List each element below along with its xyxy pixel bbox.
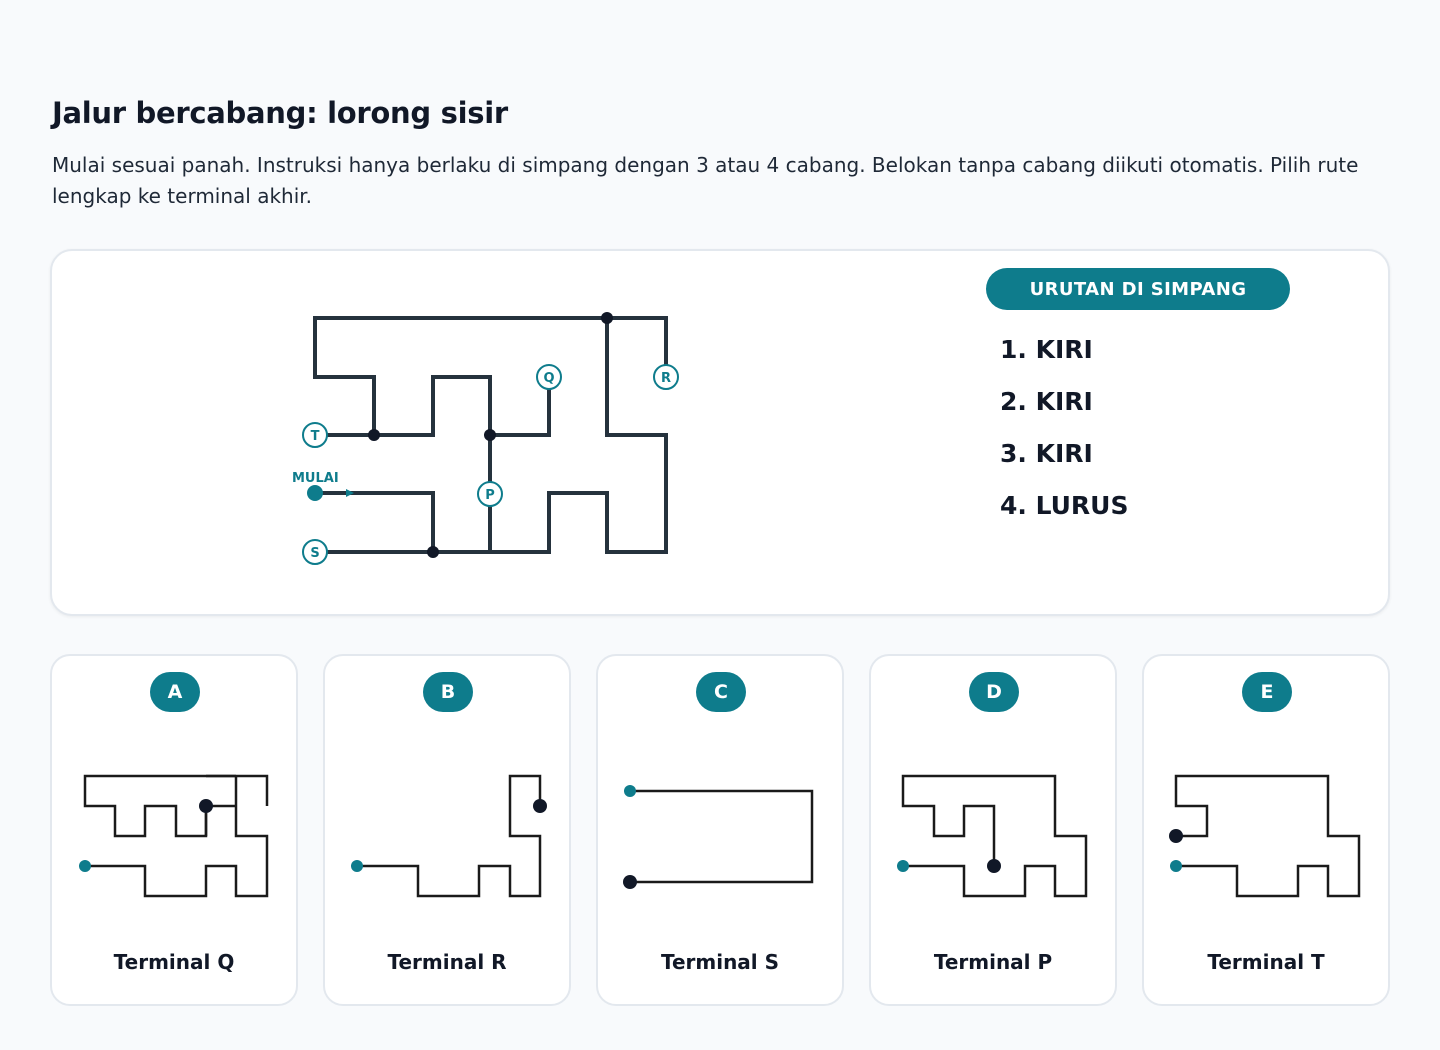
option-badge-d: D [969, 672, 1019, 712]
option-badge-e: E [1242, 672, 1292, 712]
route-diagram-b [351, 774, 547, 898]
maze-path [313, 375, 492, 554]
instructions: Mulai sesuai panah. Instruksi hanya berl… [52, 153, 1359, 208]
terminal-r: R [653, 364, 679, 390]
route-start-dot [79, 860, 91, 872]
option-card-a[interactable]: A Terminal Q [50, 654, 298, 1006]
route-end-dot [199, 799, 213, 813]
maze-panel: MULAI T Q R P S URUTAN DI SIMPANG [50, 249, 1390, 616]
sequence-step: 2. KIRI [1000, 387, 1093, 416]
start-label: MULAI [292, 471, 339, 486]
option-label-c: Terminal S [660, 950, 780, 974]
option-badge-a: A [150, 672, 200, 712]
maze-path [313, 316, 668, 554]
route-end-dot [1169, 829, 1183, 843]
terminal-r-label: R [661, 371, 671, 386]
route-diagram-d [897, 774, 1088, 898]
terminal-t-label: T [311, 429, 320, 444]
route-end-dot [623, 875, 637, 889]
sequence-step: 1. KIRI [1000, 335, 1093, 364]
option-badge-c: C [696, 672, 746, 712]
start-point [307, 485, 323, 501]
maze-path [313, 316, 668, 437]
sequence-list: 1. KIRI 2. KIRI 3. KIRI 4. LURUS [1000, 331, 1129, 539]
route-diagram-e [1169, 774, 1361, 898]
junction-node [368, 429, 380, 441]
route-start-dot [351, 860, 363, 872]
junction-node [601, 312, 613, 324]
option-card-b[interactable]: B Terminal R [323, 654, 571, 1006]
route-start-dot [624, 785, 636, 797]
sequence-step: 4. LURUS [1000, 491, 1129, 520]
terminal-q-label: Q [543, 371, 554, 386]
terminal-p-label: P [485, 488, 495, 503]
option-card-c[interactable]: C Terminal S [596, 654, 844, 1006]
route-start-dot [1170, 860, 1182, 872]
option-card-d[interactable]: D Terminal P [869, 654, 1117, 1006]
route-diagram-c [623, 785, 814, 889]
option-card-e[interactable]: E Terminal T [1142, 654, 1390, 1006]
route-start-dot [897, 860, 909, 872]
terminal-s: S [302, 539, 328, 565]
maze-diagram: MULAI T Q R P S [292, 312, 679, 565]
route-diagram-a [79, 774, 269, 898]
terminal-p: P [477, 481, 503, 507]
route-end-dot [987, 859, 1001, 873]
page-title: Jalur bercabang: lorong sisir [52, 96, 508, 130]
sequence-header: URUTAN DI SIMPANG [986, 268, 1290, 310]
terminal-q: Q [536, 364, 562, 390]
junction-node [427, 546, 439, 558]
option-badge-b: B [423, 672, 473, 712]
option-label-b: Terminal R [387, 950, 507, 974]
junction-node [484, 429, 496, 441]
start-arrow-icon [346, 489, 354, 497]
option-label-d: Terminal P [933, 950, 1053, 974]
maze-path [313, 491, 435, 554]
option-label-a: Terminal Q [113, 950, 235, 974]
terminal-s-label: S [310, 546, 319, 561]
route-end-dot [533, 799, 547, 813]
maze-path [488, 375, 551, 437]
option-label-e: Terminal T [1207, 950, 1325, 974]
terminal-t: T [302, 422, 328, 448]
sequence-step: 3. KIRI [1000, 439, 1093, 468]
